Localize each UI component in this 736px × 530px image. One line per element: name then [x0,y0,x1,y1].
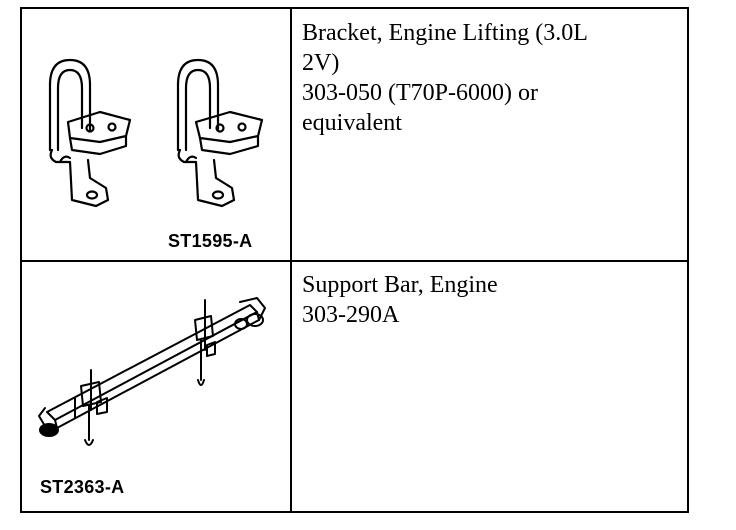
tool-description: Bracket, Engine Lifting (3.0L 2V) 303-05… [302,18,588,138]
engine-lifting-bracket-illustration [48,58,264,208]
description-line: Support Bar, Engine [302,272,498,298]
description-line: Bracket, Engine Lifting (3.0L [302,20,588,46]
description-line: 2V) [302,50,340,76]
tool-description: Support Bar, Engine 303-290A [302,270,498,330]
engine-support-bar-illustration [38,297,266,446]
description-line: 303-290A [302,302,400,328]
image-code-label: ST2363-A [40,477,125,497]
description-line: equivalent [302,110,402,136]
row-divider [20,260,689,262]
description-line: 303-050 (T70P-6000) or [302,80,538,106]
image-code-label: ST1595-A [168,231,253,251]
